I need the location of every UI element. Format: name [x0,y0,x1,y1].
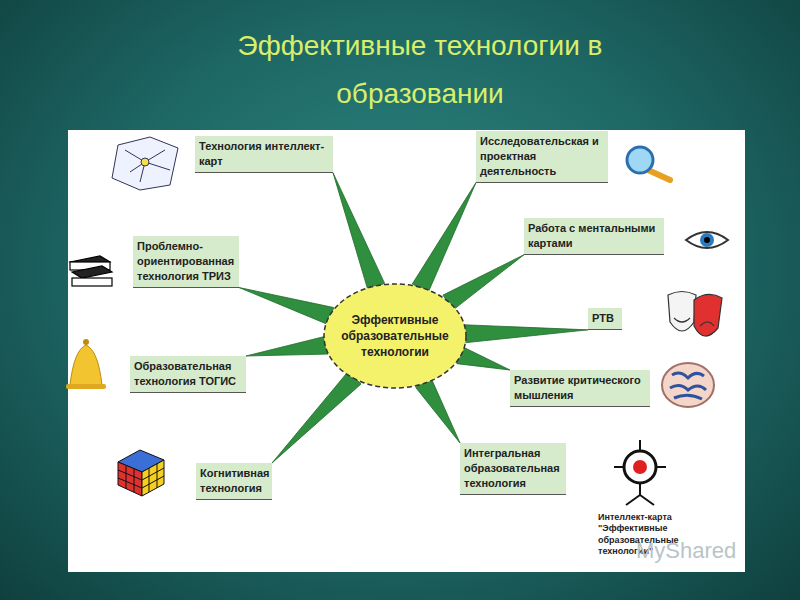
box-text: Интегральная образовательная технология [464,446,562,491]
box-text: Развитие критического мышления [514,373,646,403]
technology-box: Проблемно-ориентированная технология ТРИ… [133,236,239,288]
spike-connector [333,173,385,290]
watermark: MyShared [636,538,746,564]
eye-icon [686,232,728,248]
map-icon [112,137,178,190]
spike-connector [412,183,476,293]
spike-connector [416,378,460,443]
rubik-cube-icon [118,450,164,496]
spike-connector [272,371,361,463]
box-text: Когнитивная технология [200,466,268,496]
technology-box: Когнитивная технология [196,463,272,500]
theatre-masks-icon [668,292,722,337]
magnifier-icon [627,147,670,180]
brain-icon [662,363,714,407]
bell-icon [66,339,106,389]
spike-connector [457,346,510,370]
spike-connector [246,336,328,356]
technology-box: Интегральная образовательная технология [460,443,566,495]
box-text: Проблемно-ориентированная технология ТРИ… [137,239,235,284]
target-icon [614,440,666,505]
books-icon [70,256,112,286]
box-text: Образовательная технология ТОГИС [134,359,242,389]
technology-box: Технология интеллект-карт [195,136,333,173]
title: Эффективные технологии в образовании [150,22,690,118]
technology-box: Работа с ментальными картами [524,218,664,255]
center-ellipse: Эффективные образовательные технологии [322,282,468,390]
box-text: Исследовательская и проектная деятельнос… [480,134,604,179]
box-text: Технология интеллект-карт [199,139,329,169]
center-text: Эффективные образовательные технологии [322,312,468,361]
technology-box: РТВ [588,308,622,330]
spike-connector [239,288,334,325]
box-text: РТВ [592,311,618,326]
spike-connector [464,325,588,343]
technology-box: Развитие критического мышления [510,370,650,407]
spike-connector [443,255,524,311]
technology-box: Исследовательская и проектная деятельнос… [476,131,608,183]
box-text: Работа с ментальными картами [528,221,660,251]
technology-box: Образовательная технология ТОГИС [130,356,246,393]
